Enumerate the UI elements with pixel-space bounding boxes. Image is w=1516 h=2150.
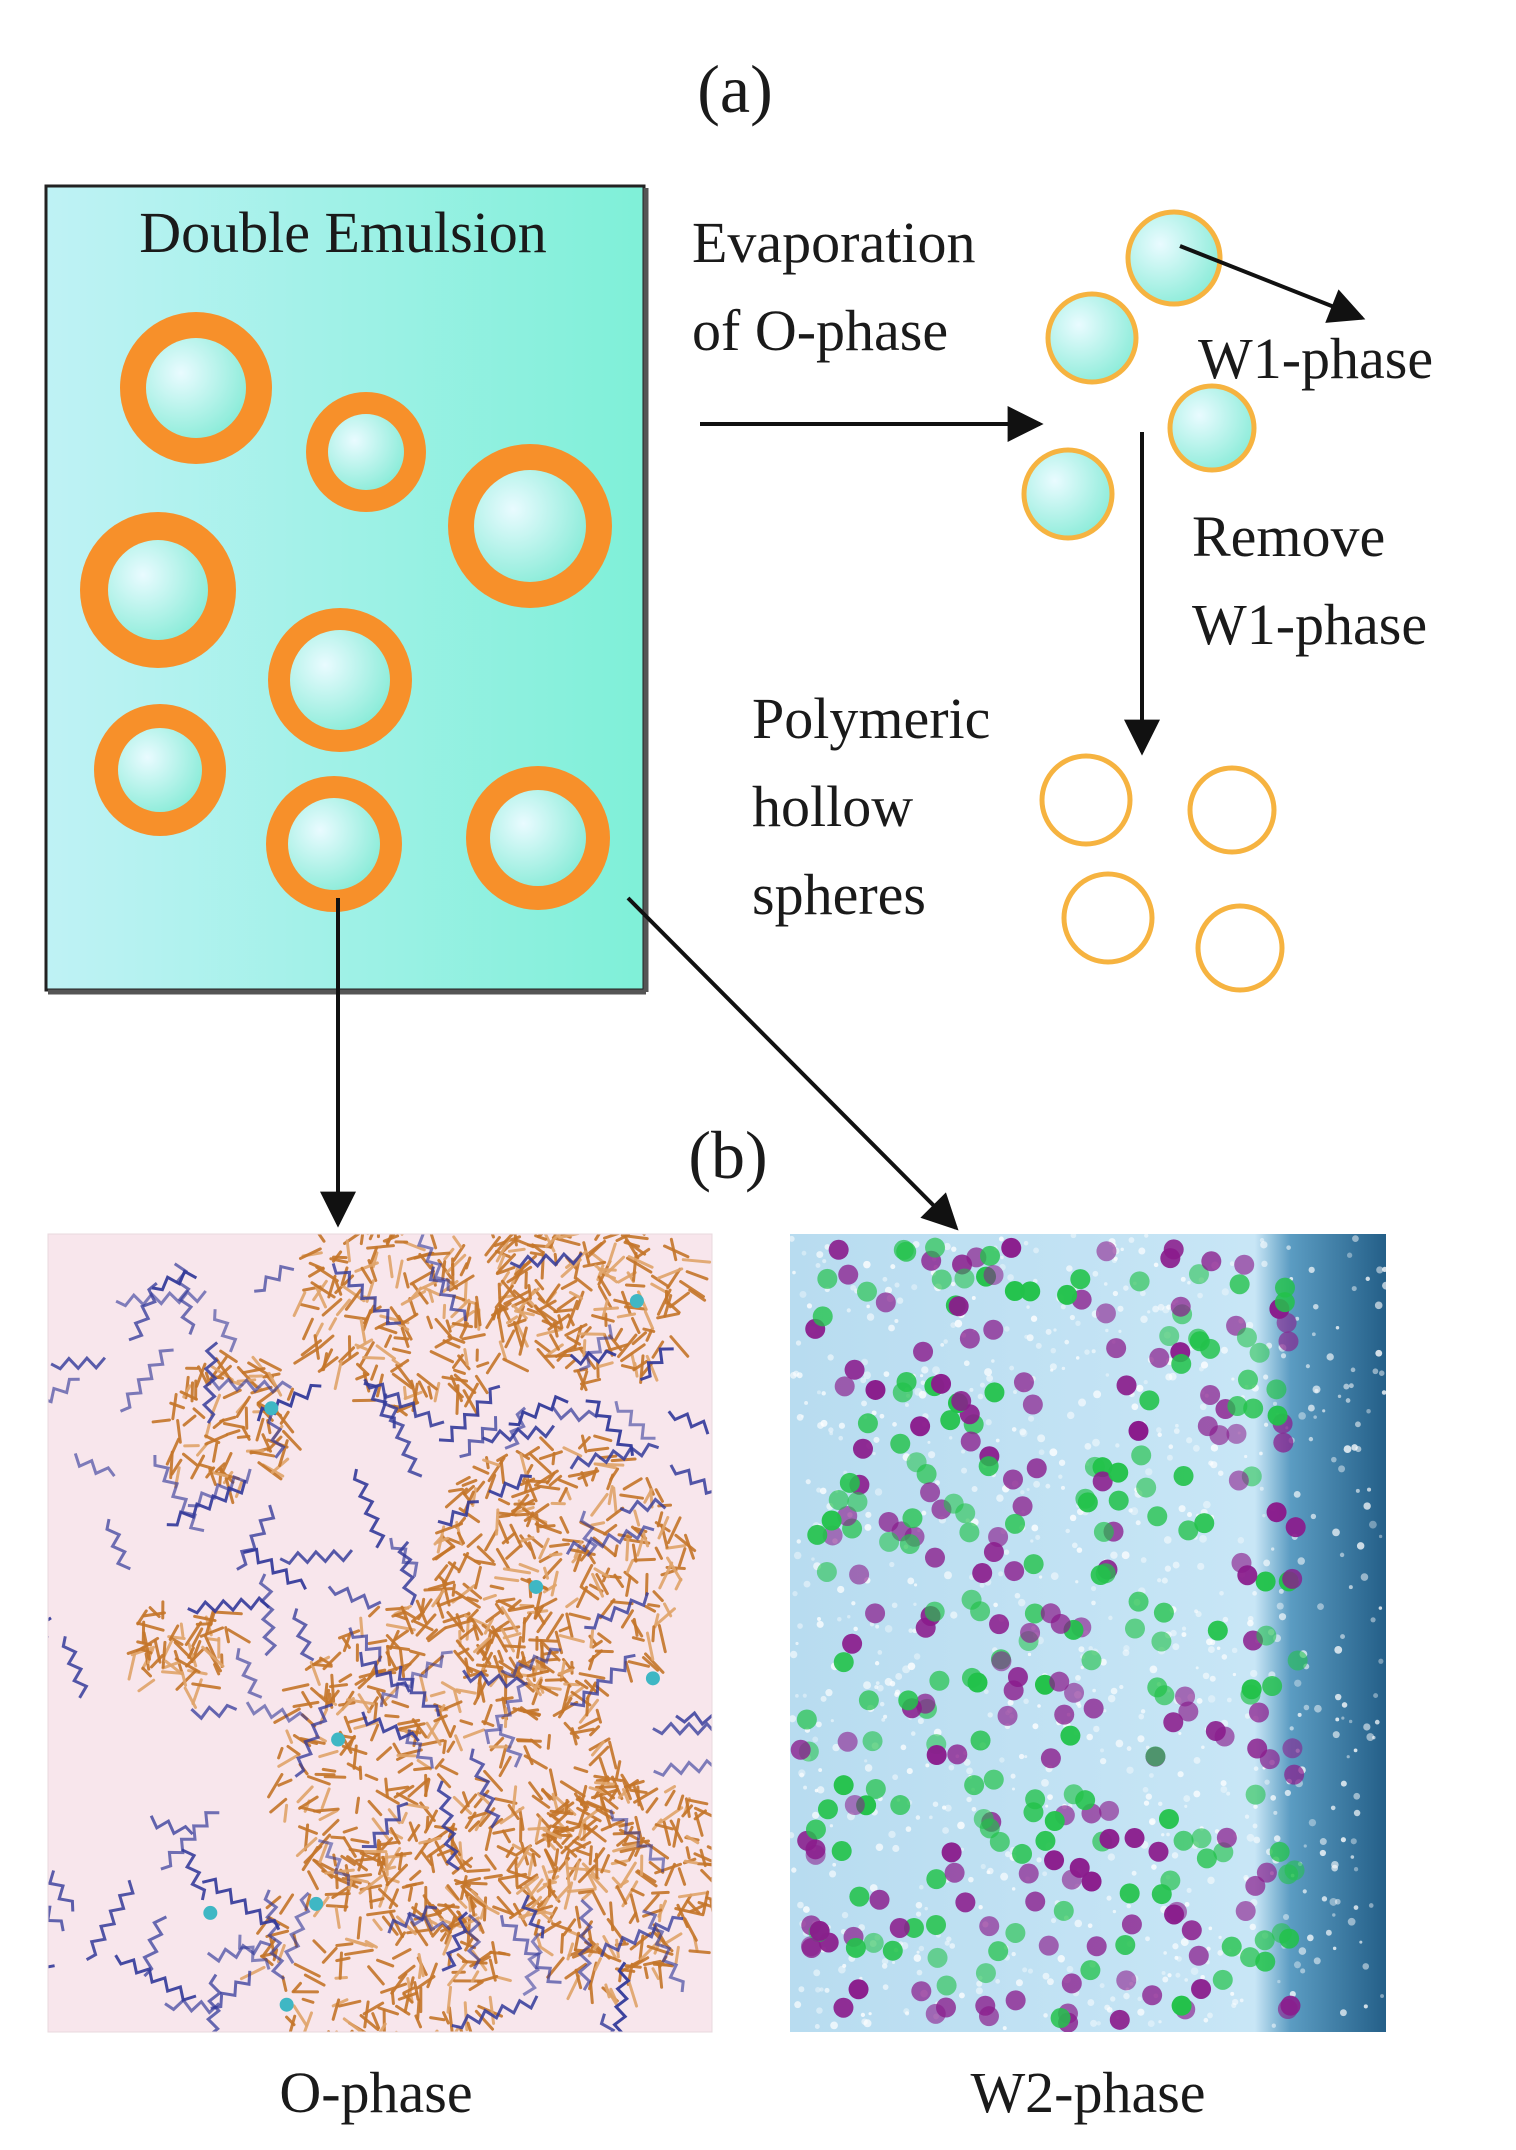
panel-b-label: (b): [688, 1117, 767, 1193]
evaporation-label-line1: Evaporation: [692, 210, 975, 275]
hollow-sphere: [1195, 903, 1285, 993]
panel-a-label: (a): [697, 51, 772, 127]
remove-label-line2: W1-phase: [1192, 592, 1427, 657]
w1-droplet: [1125, 209, 1223, 307]
double-emulsion-title: Double Emulsion: [139, 200, 547, 265]
emulsion-droplet-core: [108, 540, 208, 640]
w2-phase-caption: W2-phase: [970, 2060, 1205, 2125]
o-phase-frame: [47, 1233, 713, 2033]
hollow-sphere: [1187, 765, 1277, 855]
emulsion-droplet-core: [474, 470, 586, 582]
arrow-to-w2-phase: [626, 896, 959, 1231]
w1-droplet: [1021, 447, 1115, 541]
w1-core-droplets: [1021, 209, 1257, 541]
hollow-sphere: [1039, 753, 1133, 847]
w1-droplet: [1167, 383, 1257, 473]
w1-phase-label: W1-phase: [1198, 326, 1433, 391]
hollow-sphere: [1061, 871, 1155, 965]
evaporation-label-line2: of O-phase: [692, 298, 948, 363]
emulsion-droplet-core: [328, 414, 404, 490]
emulsion-droplet-core: [118, 728, 202, 812]
product-label-line2: hollow: [752, 774, 913, 839]
w2-phase-snapshot: [790, 1234, 1386, 2032]
product-label-line3: spheres: [752, 862, 926, 927]
o-phase-caption: O-phase: [279, 2060, 472, 2125]
o-phase-snapshot: [48, 1234, 712, 2032]
w1-droplet: [1045, 291, 1139, 385]
emulsion-droplet-core: [288, 798, 380, 890]
emulsion-droplet-core: [146, 338, 246, 438]
double-emulsion-droplets: [80, 312, 612, 912]
polymeric-hollow-spheres: [1039, 753, 1285, 993]
w1-pointer-arrow: [1179, 244, 1366, 323]
product-label-line1: Polymeric: [752, 686, 990, 751]
emulsion-droplet-core: [290, 630, 390, 730]
remove-label-line1: Remove: [1192, 504, 1385, 569]
emulsion-droplet-core: [490, 790, 586, 886]
